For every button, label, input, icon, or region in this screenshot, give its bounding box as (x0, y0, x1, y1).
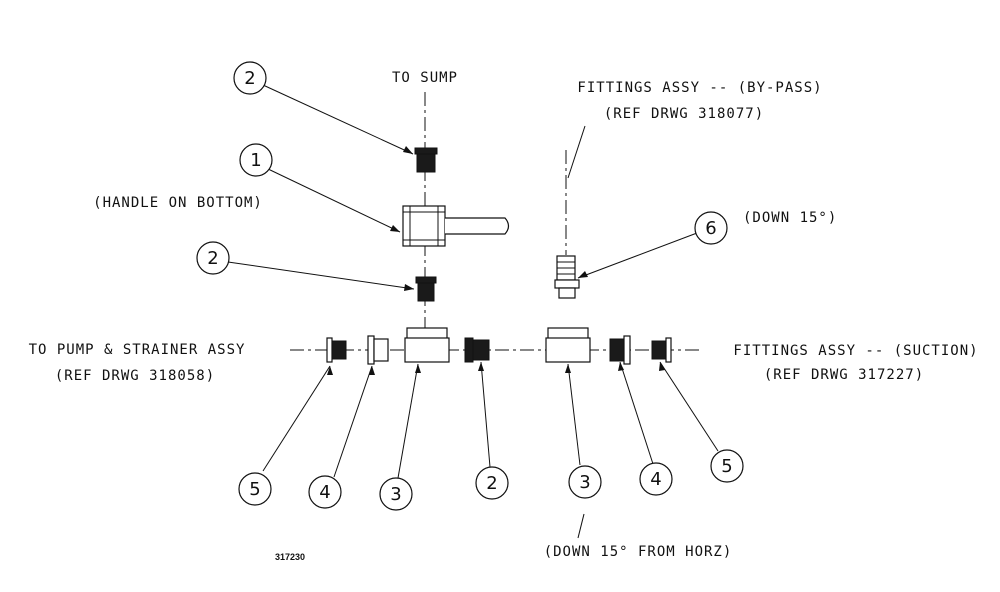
tee-left (404, 327, 450, 363)
leader-mid-2 (227, 261, 415, 290)
bypass-ref-label: (REF DRWG 318077) (604, 106, 764, 122)
nipple-horizontal (464, 337, 490, 363)
leader-fitting-6 (577, 232, 698, 279)
down-15-label: (DOWN 15°) (743, 210, 837, 226)
bushing-4-left (367, 335, 389, 365)
leader-b3-right (567, 363, 581, 466)
suction-ref-label: (REF DRWG 317227) (764, 367, 924, 383)
arrowheads (327, 146, 665, 375)
leader-top-2 (262, 84, 414, 155)
drawing-number: 317230 (275, 552, 305, 562)
suction-title-label: FITTINGS ASSY -- (SUCTION) (733, 343, 978, 359)
handle-on-bottom-label: (HANDLE ON BOTTOM) (93, 195, 263, 211)
nipple-middle (415, 276, 437, 302)
bubble-fitting-6-text: 6 (705, 218, 716, 239)
bubble-top-2: 2 (233, 61, 267, 95)
bubble-b2-bottom-text: 2 (486, 473, 497, 494)
bubble-mid-2-text: 2 (207, 248, 218, 269)
bushing-4-right (609, 335, 631, 365)
adapter-5-right (651, 337, 672, 363)
bubble-b4-right-text: 4 (650, 469, 661, 490)
leader-b2-bottom (480, 361, 491, 468)
bypass-angle-line (567, 125, 586, 179)
bubble-b3-right-text: 3 (579, 472, 590, 493)
pump-ref-label: (REF DRWG 318058) (55, 368, 215, 384)
bypass-title-label: FITTINGS ASSY -- (BY-PASS) (577, 80, 822, 96)
leader-b5-right (659, 361, 719, 452)
bubble-b5-left: 5 (238, 472, 272, 506)
bubble-b2-bottom: 2 (475, 466, 509, 500)
leader-b5-left (262, 365, 331, 472)
bubble-valve-1-text: 1 (250, 150, 261, 171)
ball-valve (402, 205, 510, 247)
bubble-b3-right: 3 (568, 465, 602, 499)
bubble-b4-left: 4 (308, 475, 342, 509)
to-sump-label: TO SUMP (392, 70, 458, 86)
bubble-b5-right-text: 5 (721, 456, 732, 477)
bubble-b3-left-text: 3 (390, 484, 401, 505)
leader-valve-1 (265, 167, 401, 233)
bubble-b4-left-text: 4 (319, 482, 330, 503)
nipple-top (414, 147, 438, 173)
down-15-horz-line (577, 513, 585, 539)
down-15-horz-label: (DOWN 15° FROM HORZ) (544, 544, 733, 560)
bubble-b5-left-text: 5 (249, 479, 260, 500)
leader-b4-left (333, 365, 373, 478)
bubble-b5-right: 5 (710, 449, 744, 483)
adapter-5-left (326, 337, 347, 363)
bubble-valve-1: 1 (239, 143, 273, 177)
bubble-mid-2: 2 (196, 241, 230, 275)
leader-b4-right (619, 361, 654, 465)
tee-right (545, 327, 591, 363)
barb-fitting (554, 255, 580, 299)
pump-title-label: TO PUMP & STRAINER ASSY (29, 342, 246, 358)
bubble-b4-right: 4 (639, 462, 673, 496)
bubble-b3-left: 3 (379, 477, 413, 511)
bubble-fitting-6: 6 (694, 211, 728, 245)
leader-b3-left (397, 363, 419, 479)
bubble-top-2-text: 2 (244, 68, 255, 89)
